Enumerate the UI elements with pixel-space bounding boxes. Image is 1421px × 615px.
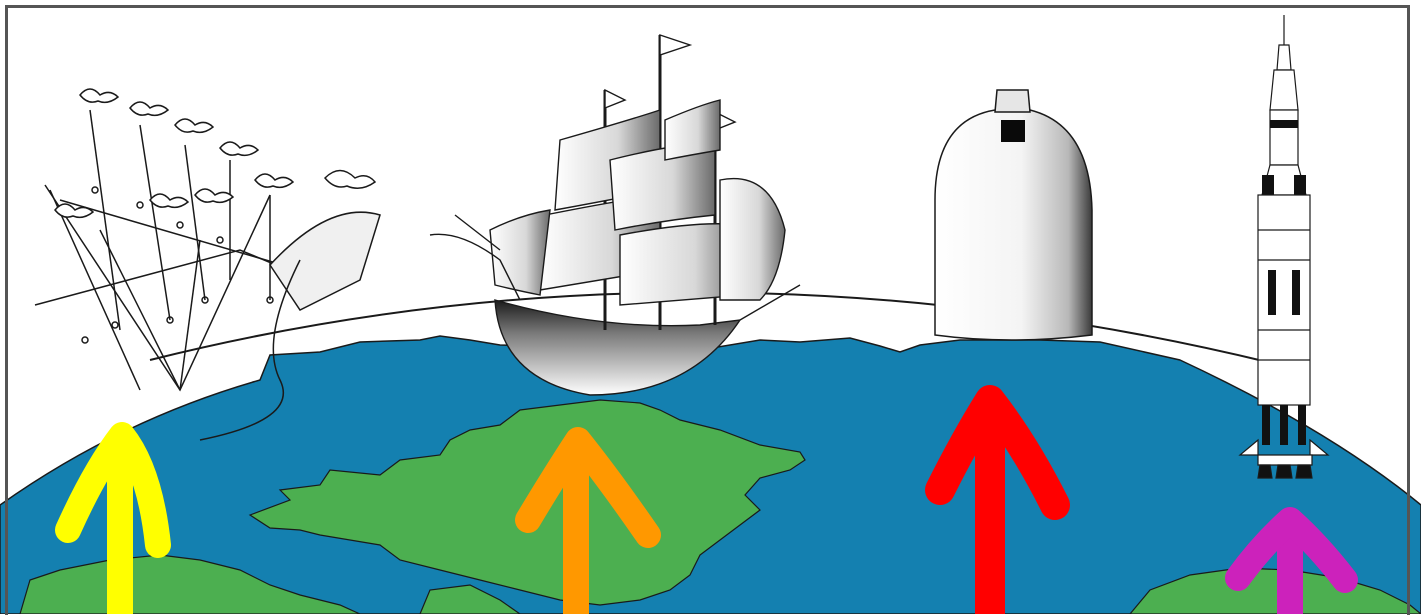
sailing-ship <box>430 35 800 395</box>
space-capsule <box>935 90 1092 340</box>
